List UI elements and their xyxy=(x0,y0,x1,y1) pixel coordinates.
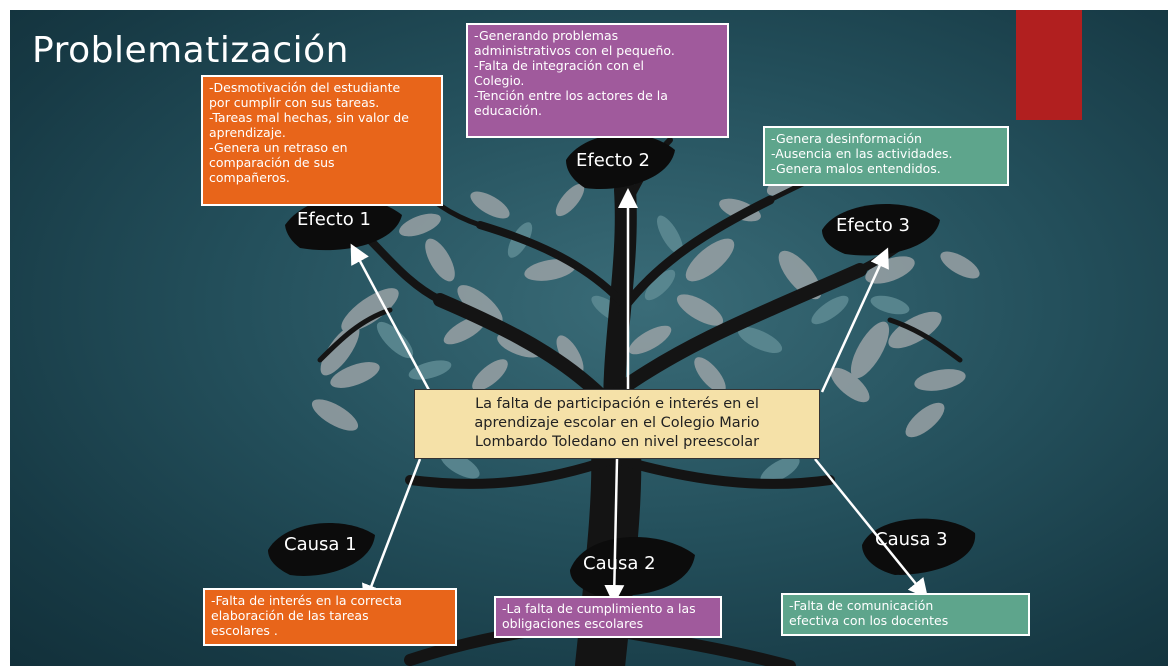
cause-1-box: -Falta de interés en la correcta elabora… xyxy=(203,588,457,646)
slide: Problematización -Desmotivación del estu… xyxy=(10,10,1168,666)
effect-3-label: Efecto 3 xyxy=(836,215,910,236)
slide-title: Problematización xyxy=(32,30,349,71)
effect-2-label: Efecto 2 xyxy=(576,150,650,171)
effect-1-label: Efecto 1 xyxy=(297,209,371,230)
cause-1-leaf xyxy=(268,523,375,576)
cause-2-box: -La falta de cumplimiento a las obligaci… xyxy=(494,596,722,638)
effect-2-leaf xyxy=(566,133,675,190)
effect-2-box: -Generando problemas administrativos con… xyxy=(466,23,729,138)
cause-1-label: Causa 1 xyxy=(284,534,357,555)
effect-1-leaf xyxy=(285,197,402,251)
cause-2-leaf xyxy=(570,536,695,597)
cause-3-box: -Falta de comunicación efectiva con los … xyxy=(781,593,1030,636)
accent-bar xyxy=(1016,10,1082,120)
effect-3-box: -Genera desinformación -Ausencia en las … xyxy=(763,126,1009,186)
cause-2-label: Causa 2 xyxy=(583,553,656,574)
effect-3-leaf xyxy=(822,203,940,256)
effect-1-box: -Desmotivación del estudiante por cumpli… xyxy=(201,75,443,206)
central-problem-box: La falta de participación e interés en e… xyxy=(414,389,820,459)
cause-3-label: Causa 3 xyxy=(875,529,948,550)
